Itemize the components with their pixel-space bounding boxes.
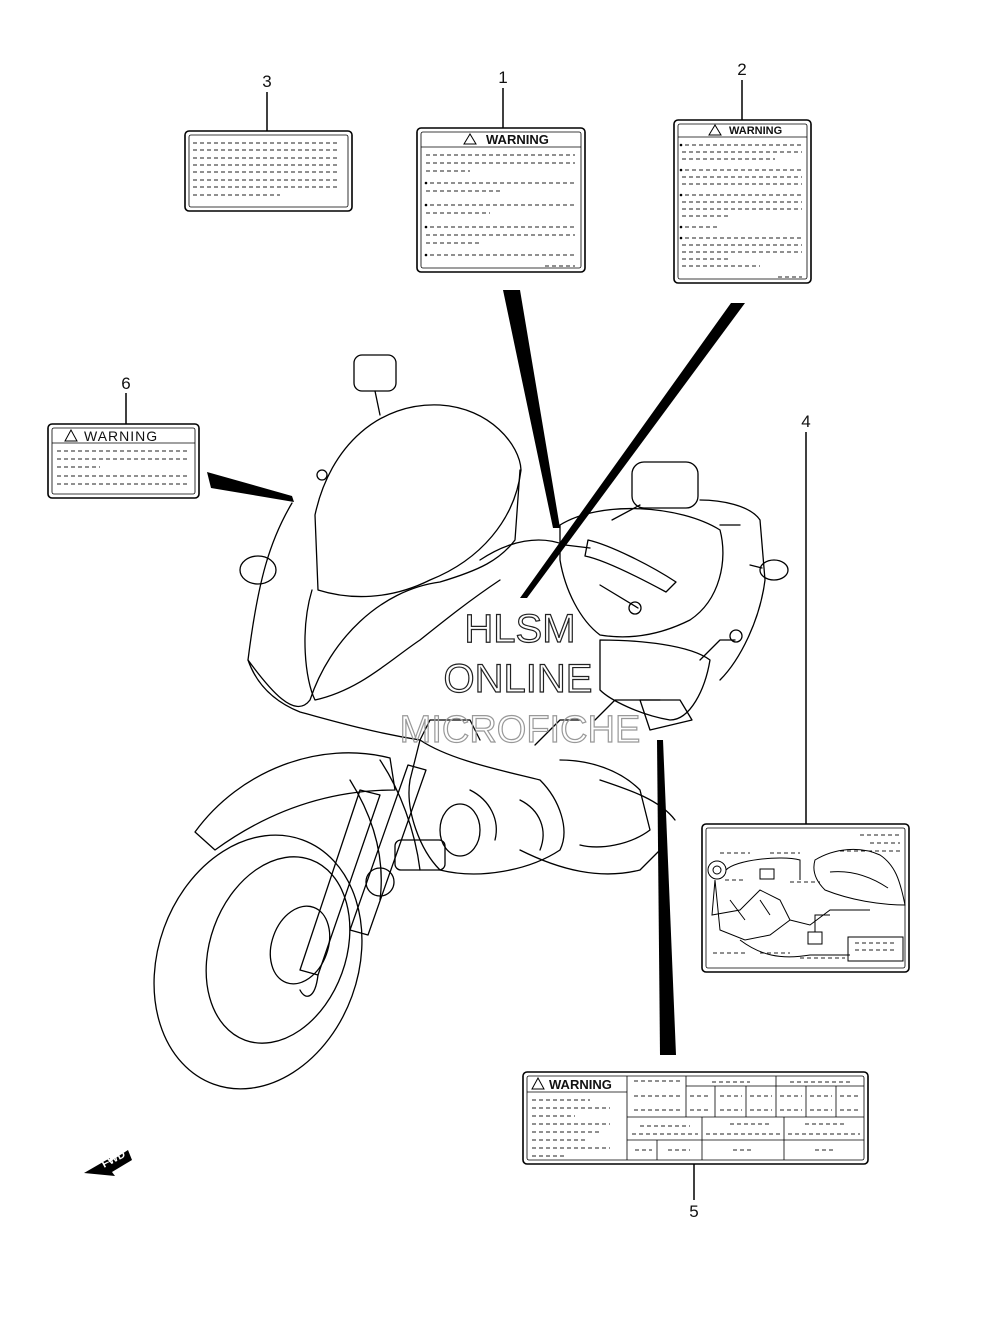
front-hub (269, 905, 331, 985)
motorcycle-illustration (153, 354, 789, 1090)
leader-label-1 (503, 290, 560, 528)
windscreen (314, 404, 522, 598)
engine (408, 739, 565, 875)
forward-direction-marker: FWD (84, 1148, 132, 1176)
warning-triangle-icon (708, 124, 722, 136)
callout-2: 2 (737, 60, 746, 79)
label-2: WARNING (673, 119, 812, 284)
callout-numbers: 1 2 3 4 5 6 (121, 60, 810, 1221)
label-1-heading: WARNING (486, 132, 549, 147)
leader-label-6 (207, 472, 294, 502)
callout-6: 6 (121, 374, 130, 393)
warning-triangle-icon (531, 1076, 545, 1090)
mirror-left (353, 354, 397, 392)
warning-triangle-icon (64, 428, 78, 442)
callout-5: 5 (689, 1202, 698, 1221)
label-2-heading: WARNING (729, 125, 782, 137)
fuel-tank (559, 507, 724, 638)
front-tire (153, 834, 363, 1090)
label-5: WARNING (522, 1071, 869, 1165)
label-6-heading: WARNING (84, 428, 158, 444)
leader-label-5 (657, 740, 676, 1055)
callout-4: 4 (801, 412, 810, 431)
watermark-line-3: MICROFICHE (400, 709, 641, 751)
label-4 (701, 823, 910, 973)
callout-1: 1 (498, 68, 507, 87)
fairing (247, 469, 521, 707)
forward-arrow-icon (84, 1150, 132, 1176)
leader-label-2 (520, 303, 745, 598)
callout-3: 3 (262, 72, 271, 91)
label-6: WARNING (47, 423, 200, 499)
warning-triangle-icon (463, 133, 477, 145)
label-3 (184, 130, 353, 212)
watermark-line-1: HLSM (464, 607, 575, 651)
watermark: HLSM ONLINE MICROFICHE (399, 606, 641, 751)
front-rim (205, 856, 351, 1044)
leader-lines (125, 80, 745, 1200)
mirror-right (631, 461, 699, 509)
watermark-line-2: ONLINE (444, 657, 593, 701)
label-1: WARNING (416, 127, 586, 273)
label-5-heading: WARNING (549, 1077, 612, 1092)
